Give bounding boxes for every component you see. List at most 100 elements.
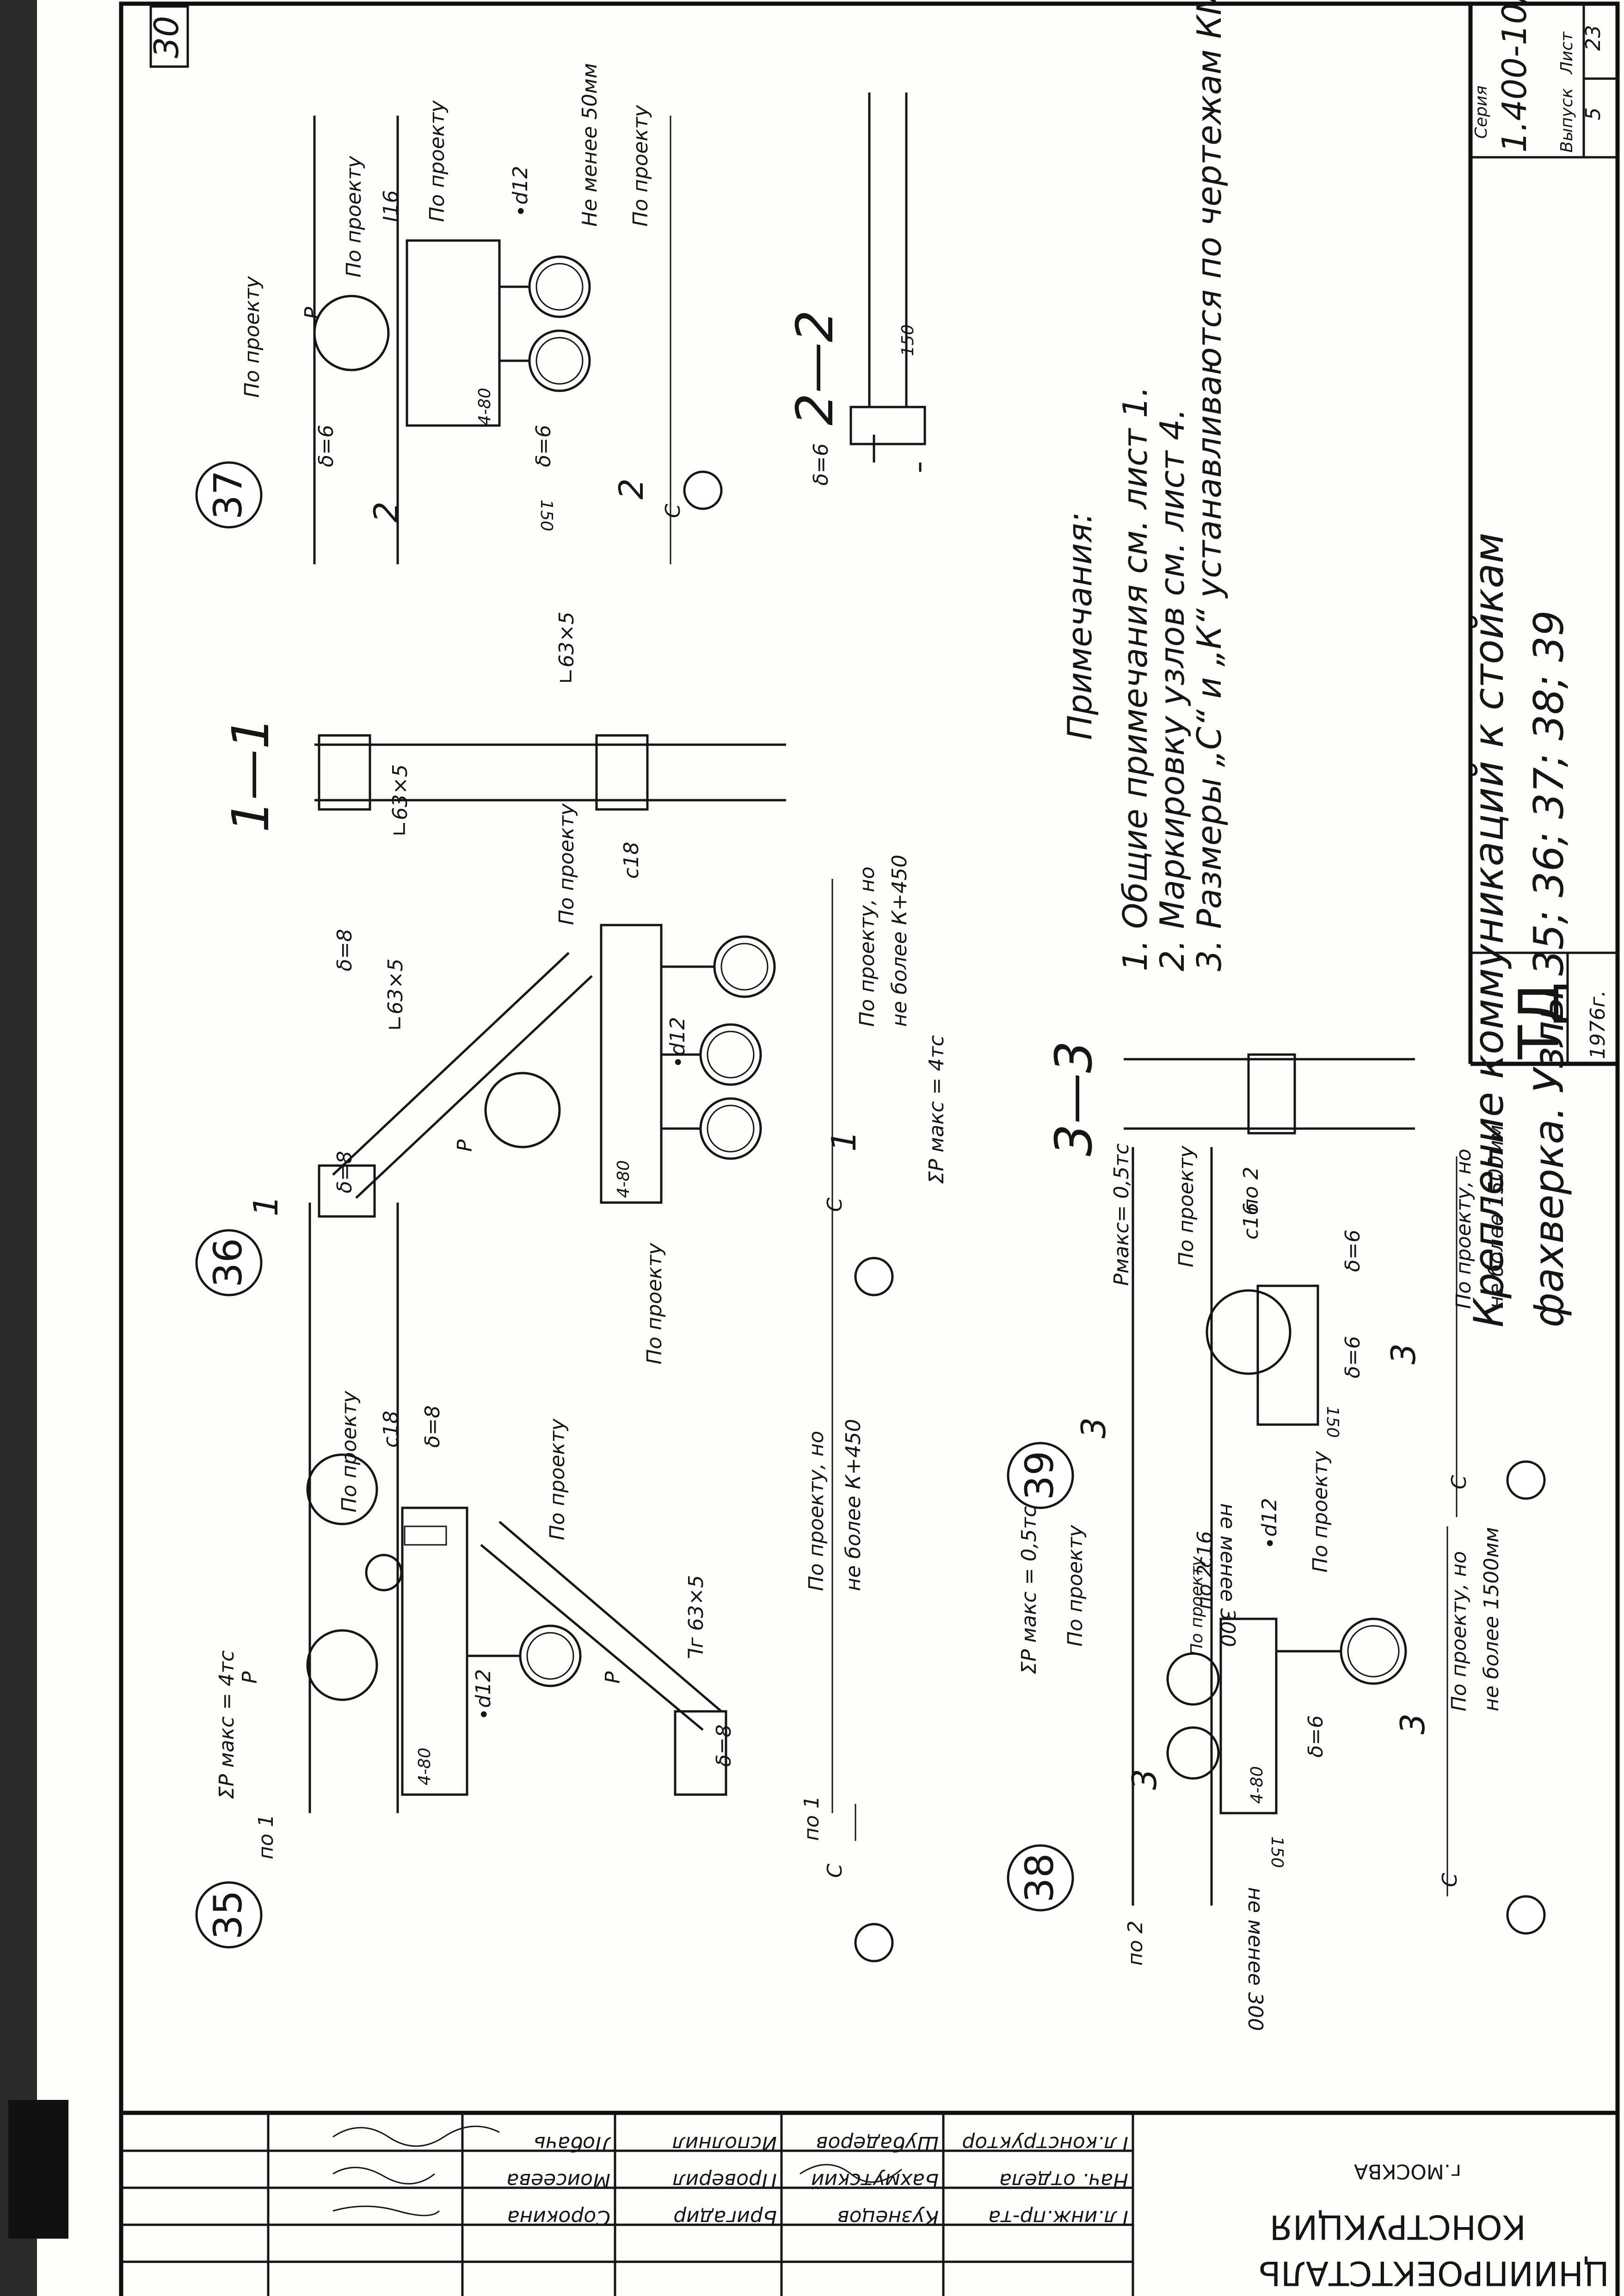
node-38-rod: ∙d12 — [1258, 1498, 1281, 1549]
stamp-role-1: Гл.конструктор — [962, 2132, 1128, 2155]
node-38-by-project-right: По проекту — [1309, 1450, 1332, 1573]
node-39-number: 39 — [1017, 1451, 1062, 1500]
issue-label: Выпуск — [1557, 88, 1576, 153]
node-37-plate-top: δ=6 — [314, 425, 338, 467]
sheet-year: 1976г. — [1586, 990, 1610, 1059]
sheet-label: Лист — [1557, 31, 1576, 75]
node-39-sum-load: Pмакс= 0,5тс — [1110, 1143, 1133, 1286]
node-39-plate-top: δ=6 — [1341, 1336, 1365, 1378]
node-36-by-project: По проекту — [643, 1242, 666, 1364]
node-35-load-2: P — [601, 1671, 625, 1684]
node-37: 37 По проекту По проекту I16 По проекту … — [195, 63, 685, 564]
node-39-cut3-bottom: 3 — [1384, 1343, 1423, 1364]
page-number-box — [149, 5, 189, 68]
node-35-plate: δ=8 — [421, 1405, 444, 1448]
node-36-rod: ∙d12 — [666, 1017, 689, 1068]
node-35-rod: ∙d12 — [472, 1669, 495, 1721]
node-37-by-project-right: По проекту — [425, 100, 449, 222]
stamp-name-6: Сорокина — [507, 2206, 610, 2229]
note-3: 3. Размеры „С“ и „К“ устанавливаются по … — [1190, 0, 1229, 971]
node-35-by-project-mid: По проекту — [546, 1418, 569, 1540]
stamp-city: г.МОСКВА — [1354, 2160, 1461, 2183]
node-39-limit-1: По проекту, но — [1452, 1148, 1476, 1309]
node-36-limit-2: не более К+450 — [888, 855, 911, 1027]
section-3-3: 3—3 — [1044, 1041, 1415, 1156]
node-38-cut3-bottom: 3 — [1393, 1713, 1432, 1734]
binding-clip — [8, 2100, 68, 2239]
node-36-cut-bottom: 1 — [824, 1130, 863, 1152]
signature-mark — [332, 2166, 435, 2185]
section-1-1-angle-right: ∟63×5 — [555, 611, 578, 685]
node-39-cut2: по 2 — [1239, 1167, 1263, 1212]
section-2-2-label: 2—2 — [785, 310, 844, 426]
node-36-dim-c: С — [823, 1197, 847, 1212]
node-39-min-300: не менее 300 — [1216, 1503, 1239, 1647]
drawing-title-line1: Крепление коммуникаций к стойкам — [1465, 533, 1513, 1327]
series-number: 1.400-10/76 — [1495, 0, 1534, 153]
node-39-dim-c: С — [1447, 1475, 1471, 1489]
node-36-number: 36 — [205, 1238, 251, 1288]
node-35-dim-c: С — [823, 1864, 847, 1878]
node-36-channel: с18 — [620, 842, 643, 879]
title-block: Серия 1.400-10/76 Выпуск 5 Лист 23 Крепл… — [1465, 0, 1618, 1327]
node-39-cut3-top: 3 — [1074, 1417, 1113, 1438]
note-1: 1. Общие примечания см. лист 1. — [1116, 386, 1155, 971]
node-37-plate-bottom: δ=6 — [532, 425, 555, 467]
stamp-name-1: Шубадеров — [816, 2132, 939, 2155]
node-39-dim-150: 150 — [1323, 1406, 1342, 1438]
node-35-limit-1: По проекту, но — [805, 1431, 828, 1591]
issue-number: 5 — [1581, 107, 1605, 120]
node-37-min-note: Не менее 50мм — [578, 63, 602, 227]
signature-mark — [332, 2125, 500, 2147]
stamp-name-3: Кузнецов — [837, 2206, 939, 2229]
node-36: 36 1 1 По проекту По проекту ∟63×5 δ=8 δ… — [195, 803, 948, 1364]
node-39-plate-bottom: δ=6 — [1341, 1229, 1365, 1272]
node-35-sum-load: ΣP макс = 4тс — [215, 1650, 239, 1799]
drawing-title-line2: фахверка. Узлы 35; 36; 37; 38; 39 — [1525, 610, 1573, 1327]
stamp-name-2: Бахмутский — [811, 2169, 939, 2192]
node-39-limit-2: не более 1500мм — [1484, 1125, 1508, 1309]
node-38-channel: с16 — [1193, 1531, 1217, 1568]
node-35-channel: с18 — [379, 1411, 403, 1448]
node-35-cut-bottom: по 1 — [800, 1796, 824, 1841]
node-38-by-project-top: По проекту — [1064, 1524, 1087, 1647]
node-38-number: 38 — [1017, 1853, 1062, 1903]
node-35-plate-bottom: δ=8 — [712, 1724, 736, 1767]
node-37-number: 37 — [205, 470, 251, 520]
node-36-plate-bottom: δ=8 — [333, 1151, 357, 1193]
node-35-cut-top: по 1 — [254, 1814, 278, 1859]
stamp-name-4: Моисеева — [506, 2169, 610, 2192]
stamp-role-2: Нач. отдела — [999, 2169, 1128, 2192]
dimension-circles — [683, 470, 1546, 1963]
node-35-load: P — [238, 1671, 262, 1684]
sheet-frame — [119, 1, 1620, 2115]
node-39-by-project-top: По проекту — [1175, 1145, 1198, 1267]
section-2-2-plate: δ=6 — [809, 443, 833, 486]
stamp-org-line2: КОНСТРУКЦИЯ — [1270, 2208, 1526, 2247]
node-37-load: P — [301, 307, 324, 319]
node-37-rod: ∙d12 — [509, 166, 532, 217]
node-38-limit-2: не более 1500мм — [1480, 1527, 1503, 1712]
node-38-min-300: не менее 300 — [1243, 1887, 1267, 2031]
stamp-org-line1: ЦНИИПРОЕКТСТАЛЬ — [1258, 2254, 1609, 2293]
signature-mark — [800, 2164, 902, 2183]
signature-mark — [332, 2205, 440, 2216]
stamp-name-5: Лобачь — [534, 2132, 611, 2155]
node-39-channel: с16 — [1239, 1203, 1263, 1240]
binding-strip — [0, 0, 37, 2296]
stamp-block: Гл.конструктор Шубадеров Нач. отдела Бах… — [119, 2113, 1620, 2296]
node-35-by-project-top: По проекту — [338, 1390, 361, 1512]
stamp-role-6: Бригадир — [673, 2206, 777, 2229]
node-39: 39 Pмакс= 0,5тс По проекту по 2 с16 δ=6 … — [1007, 1125, 1508, 1647]
section-2-2: 2—2 δ=6 150 — [785, 93, 926, 486]
stamp-role-4: Проверил — [672, 2169, 777, 2192]
node-37-by-project-mid: По проекту — [342, 155, 366, 278]
node-38-weld: 4-80 — [1248, 1766, 1267, 1804]
node-37-dim-c: С — [661, 504, 685, 518]
node-36-load: P — [453, 1139, 477, 1152]
node-38-by-project-small: По проекту — [1187, 1556, 1206, 1656]
node-38-limit-1: По проекту, но — [1447, 1551, 1471, 1711]
stamp-role-5: Исполнил — [672, 2132, 777, 2155]
